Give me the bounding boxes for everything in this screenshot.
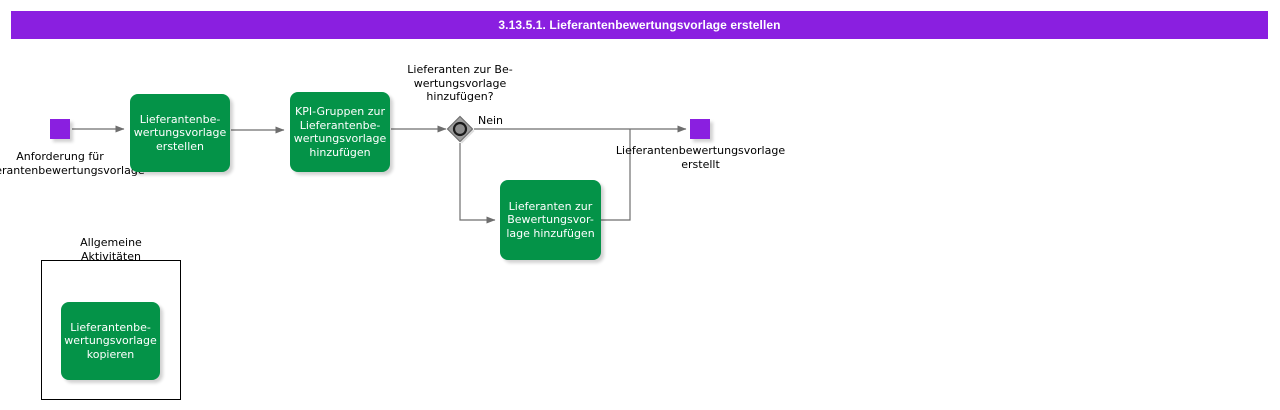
- page-title: 3.13.5.1. Lieferantenbewertungsvorlage e…: [498, 18, 781, 32]
- flow-gateway-to-task3: [459, 143, 496, 224]
- task-lieferantenbewertungsvorlage-kopieren[interactable]: Lieferantenbe- wertungsvorlage kopieren: [61, 302, 160, 380]
- group-title-allgemeine-aktivitaeten: Allgemeine Aktivitäten: [80, 236, 142, 263]
- task-kpi-gruppen-hinzufuegen[interactable]: KPI-Gruppen zur Lieferantenbe- wertungsv…: [290, 92, 390, 172]
- task-label: KPI-Gruppen zur Lieferantenbe- wertungsv…: [293, 105, 387, 159]
- task-lieferanten-zur-bewertungsvorlage-hinzufuegen[interactable]: Lieferanten zur Bewertungsvor- lage hinz…: [500, 180, 601, 260]
- inclusive-gateway[interactable]: [445, 114, 475, 144]
- flow-task3-to-end: [601, 129, 631, 221]
- gateway-inclusive-ring: [452, 121, 468, 137]
- gateway-question-label: Lieferanten zur Be- wertungsvorlage hinz…: [407, 63, 513, 103]
- end-event-label: Lieferantenbewertungsvorlage erstellt: [615, 144, 786, 171]
- task-lieferantenbewertungsvorlage-erstellen[interactable]: Lieferantenbe- wertungsvorlage erstellen: [130, 94, 230, 172]
- start-event-square[interactable]: [50, 119, 70, 139]
- start-event-label: Anforderung für Lieferantenbewertungsvor…: [0, 150, 145, 177]
- page-title-bar: 3.13.5.1. Lieferantenbewertungsvorlage e…: [11, 11, 1268, 39]
- end-event-square[interactable]: [690, 119, 710, 139]
- task-label: Lieferantenbe- wertungsvorlage kopieren: [64, 320, 157, 361]
- task-label: Lieferantenbe- wertungsvorlage erstellen: [133, 112, 227, 153]
- flow-label-nein: Nein: [478, 114, 504, 127]
- task-label: Lieferanten zur Bewertungsvor- lage hinz…: [506, 199, 595, 240]
